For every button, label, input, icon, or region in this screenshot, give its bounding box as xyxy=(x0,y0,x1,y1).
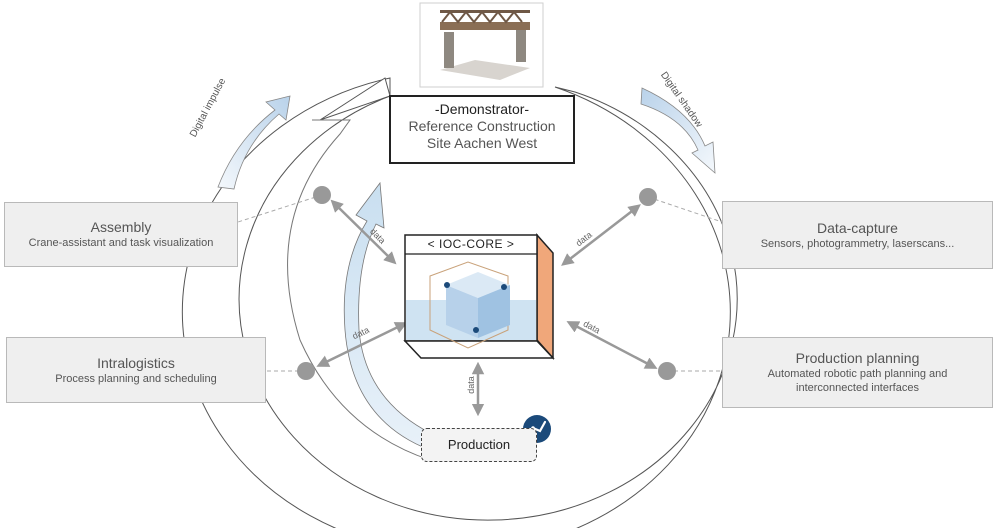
production-box: Production xyxy=(421,428,537,462)
demonstrator-box: -Demonstrator- Reference Construction Si… xyxy=(389,95,575,164)
module-assembly-subtitle: Crane-assistant and task visualization xyxy=(28,237,214,249)
demonstrator-line2: Site Aachen West xyxy=(426,135,538,151)
module-data-capture-subtitle: Sensors, photogrammetry, laserscans... xyxy=(760,237,955,250)
digital-impulse-arrow xyxy=(217,95,291,190)
demonstrator-heading: -Demonstrator- xyxy=(434,101,530,117)
node-production-planning xyxy=(658,362,676,380)
data-label-production: data xyxy=(465,376,476,394)
bridge-model-photo xyxy=(419,2,544,88)
digital-shadow-arrow xyxy=(640,87,716,174)
node-assembly xyxy=(313,186,331,204)
module-production-planning: Production planning Automated robotic pa… xyxy=(722,337,993,408)
production-arc xyxy=(287,119,431,461)
demonstrator-line1: Reference Construction xyxy=(408,118,556,134)
module-production-planning-subtitle-2: interconnected interfaces xyxy=(796,382,919,394)
node-intralogistics xyxy=(297,362,315,380)
module-intralogistics: Intralogistics Process planning and sche… xyxy=(6,337,266,403)
ioc-core xyxy=(403,233,555,360)
connector-nodes xyxy=(237,186,723,380)
module-data-capture-title: Data-capture xyxy=(817,219,898,236)
data-arrows xyxy=(316,199,658,417)
module-assembly: Assembly Crane-assistant and task visual… xyxy=(4,202,238,267)
outer-ring xyxy=(181,77,738,528)
module-production-planning-subtitle-1: Automated robotic path planning and xyxy=(767,368,948,380)
ioc-core-title: < IOC-CORE > xyxy=(427,237,515,251)
module-data-capture: Data-capture Sensors, photogrammetry, la… xyxy=(722,201,993,269)
module-intralogistics-subtitle: Process planning and scheduling xyxy=(55,372,217,385)
node-data-capture xyxy=(639,188,657,206)
module-production-planning-title: Production planning xyxy=(795,350,920,366)
module-intralogistics-title: Intralogistics xyxy=(97,354,175,371)
module-assembly-title: Assembly xyxy=(90,219,152,235)
